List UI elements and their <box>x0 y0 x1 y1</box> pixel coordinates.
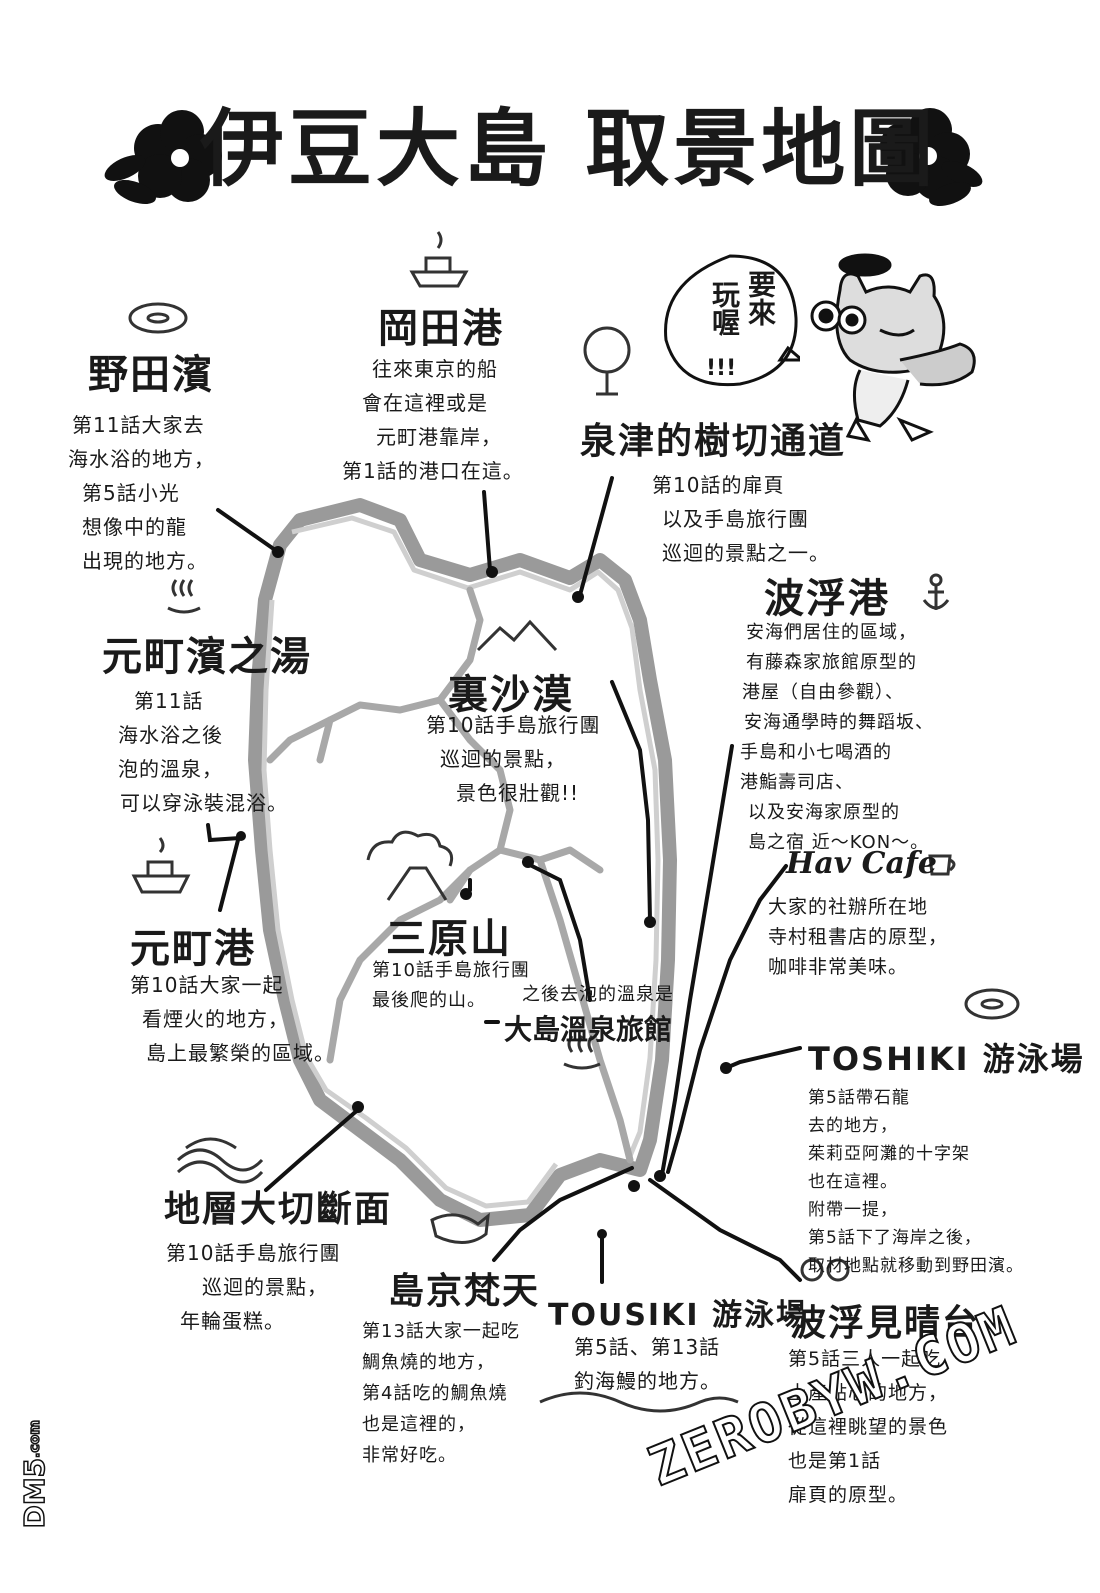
volcano-icon <box>366 830 454 901</box>
location-desc-tousiki: 第5話、第13話 釣海鰻的地方。 <box>574 1335 721 1393</box>
location-name-habu-view: 波浮見晴台 <box>790 1303 981 1344</box>
bubble-line-2: 玩喔 <box>708 280 741 336</box>
location-desc-shimakyo: 第13話大家一起吃 鯛魚燒的地方， 第4話吃的鯛魚燒 也是這裡的， 非常好吃。 <box>362 1321 520 1466</box>
hot-spring-icon-left <box>167 579 201 614</box>
road-network <box>266 586 634 1164</box>
location-desc-noda: 第11話大家去 海水浴的地方， 第5話小光 想像中的龍 出現的地方。 <box>68 413 215 573</box>
location-name-onsen: 大島溫泉旅館 <box>504 1013 673 1046</box>
location-name-habu: 波浮港 <box>764 576 890 622</box>
tree-icon <box>583 326 631 396</box>
location-name-tousiki: TOUSIKI 游泳場 <box>548 1298 808 1333</box>
location-name-toshiki: TOSHIKI 游泳場 <box>808 1040 1085 1078</box>
location-desc-motomachi-port: 第10話大家一起 看煙火的地方， 島上最繁榮的區域。 <box>130 973 335 1065</box>
mountain-icon-urasabaku <box>476 619 558 652</box>
ship-icon-motomachi <box>131 837 191 894</box>
eel-icon <box>539 1391 739 1413</box>
tanuki-mascot <box>810 253 976 443</box>
taiyaki-icon <box>430 1212 490 1244</box>
ship-icon-okata <box>409 231 469 288</box>
location-desc-urasabaku: 第10話手島旅行團 巡迴的景點， 景色很壯觀!! <box>426 713 601 805</box>
location-name-motomachi-hama: 元町濱之湯 <box>102 634 312 680</box>
strata-wave-icon <box>176 1137 264 1184</box>
location-markers <box>236 546 732 1239</box>
island-outline <box>248 498 677 1227</box>
location-name-motomachi-port: 元町港 <box>130 926 256 972</box>
binoculars-icon <box>800 1258 850 1282</box>
location-name-mihara: 三原山 <box>386 916 512 962</box>
location-desc-habu-view: 第5話三人一起吃 土產點心的地方， 從這裡眺望的景色 也是第1話 扉頁的原型。 <box>788 1348 949 1506</box>
location-name-havcafe: Hav Cafe <box>786 846 937 881</box>
hot-spring-icon-right <box>563 1035 601 1070</box>
location-desc-izumitsu: 第10話的扉頁 以及手島旅行團 巡迴的景點之一。 <box>652 473 830 565</box>
coffee-cup-icon <box>928 854 956 876</box>
location-desc-toshiki: 第5話帶石龍 去的地方， 茱莉亞阿灘的十字架 也在這裡。 附帶一提， 第5話下了… <box>808 1088 1024 1276</box>
speech-bubble <box>664 254 800 387</box>
location-name-izumitsu: 泉津的樹切通道 <box>580 421 847 462</box>
anchor-icon <box>922 573 950 610</box>
location-desc-mihara: 第10話手島旅行團 最後爬的山。 <box>372 960 530 1011</box>
location-pre-onsen: 之後去泡的溫泉是 <box>522 984 674 1005</box>
location-name-shimakyo: 島京梵天 <box>388 1271 541 1312</box>
location-name-urasabaku: 裏沙漠 <box>448 672 574 718</box>
camellia-left-icon <box>104 110 222 205</box>
location-desc-habu: 安海們居住的區域， 有藤森家旅館原型的 港屋（自由參觀）、 安海通學時的舞蹈坂、… <box>740 622 934 853</box>
bubble-exclamation: !!! <box>706 356 737 381</box>
location-desc-okata: 往來東京的船 會在這裡或是 元町港靠岸， 第1話的港口在這。 <box>342 357 524 483</box>
speech-bubble-text: 要來 玩喔 !!! <box>702 262 782 382</box>
location-desc-chisou: 第10話手島旅行團 巡迴的景點， 年輪蛋糕。 <box>166 1241 341 1333</box>
location-desc-motomachi-hama: 第11話 海水浴之後 泡的溫泉， 可以穿泳裝混浴。 <box>118 689 288 815</box>
location-name-okata: 岡田港 <box>378 306 504 352</box>
location-name-chisou: 地層大切斷面 <box>164 1189 393 1230</box>
dm5-side-logo: DM5.com <box>17 1419 52 1529</box>
camellia-right-icon <box>880 108 983 207</box>
donut-icon-noda <box>128 302 188 334</box>
location-desc-havcafe: 大家的社辦所在地 寺村租書店的原型， 咖啡非常美味。 <box>768 896 949 978</box>
location-name-noda: 野田濱 <box>88 352 214 398</box>
leader-lines <box>206 476 802 1284</box>
bubble-line-1: 要來 <box>744 270 777 326</box>
page-title: 伊豆大島 取景地圖 <box>200 100 938 198</box>
donut-icon-toshiki <box>964 988 1020 1020</box>
